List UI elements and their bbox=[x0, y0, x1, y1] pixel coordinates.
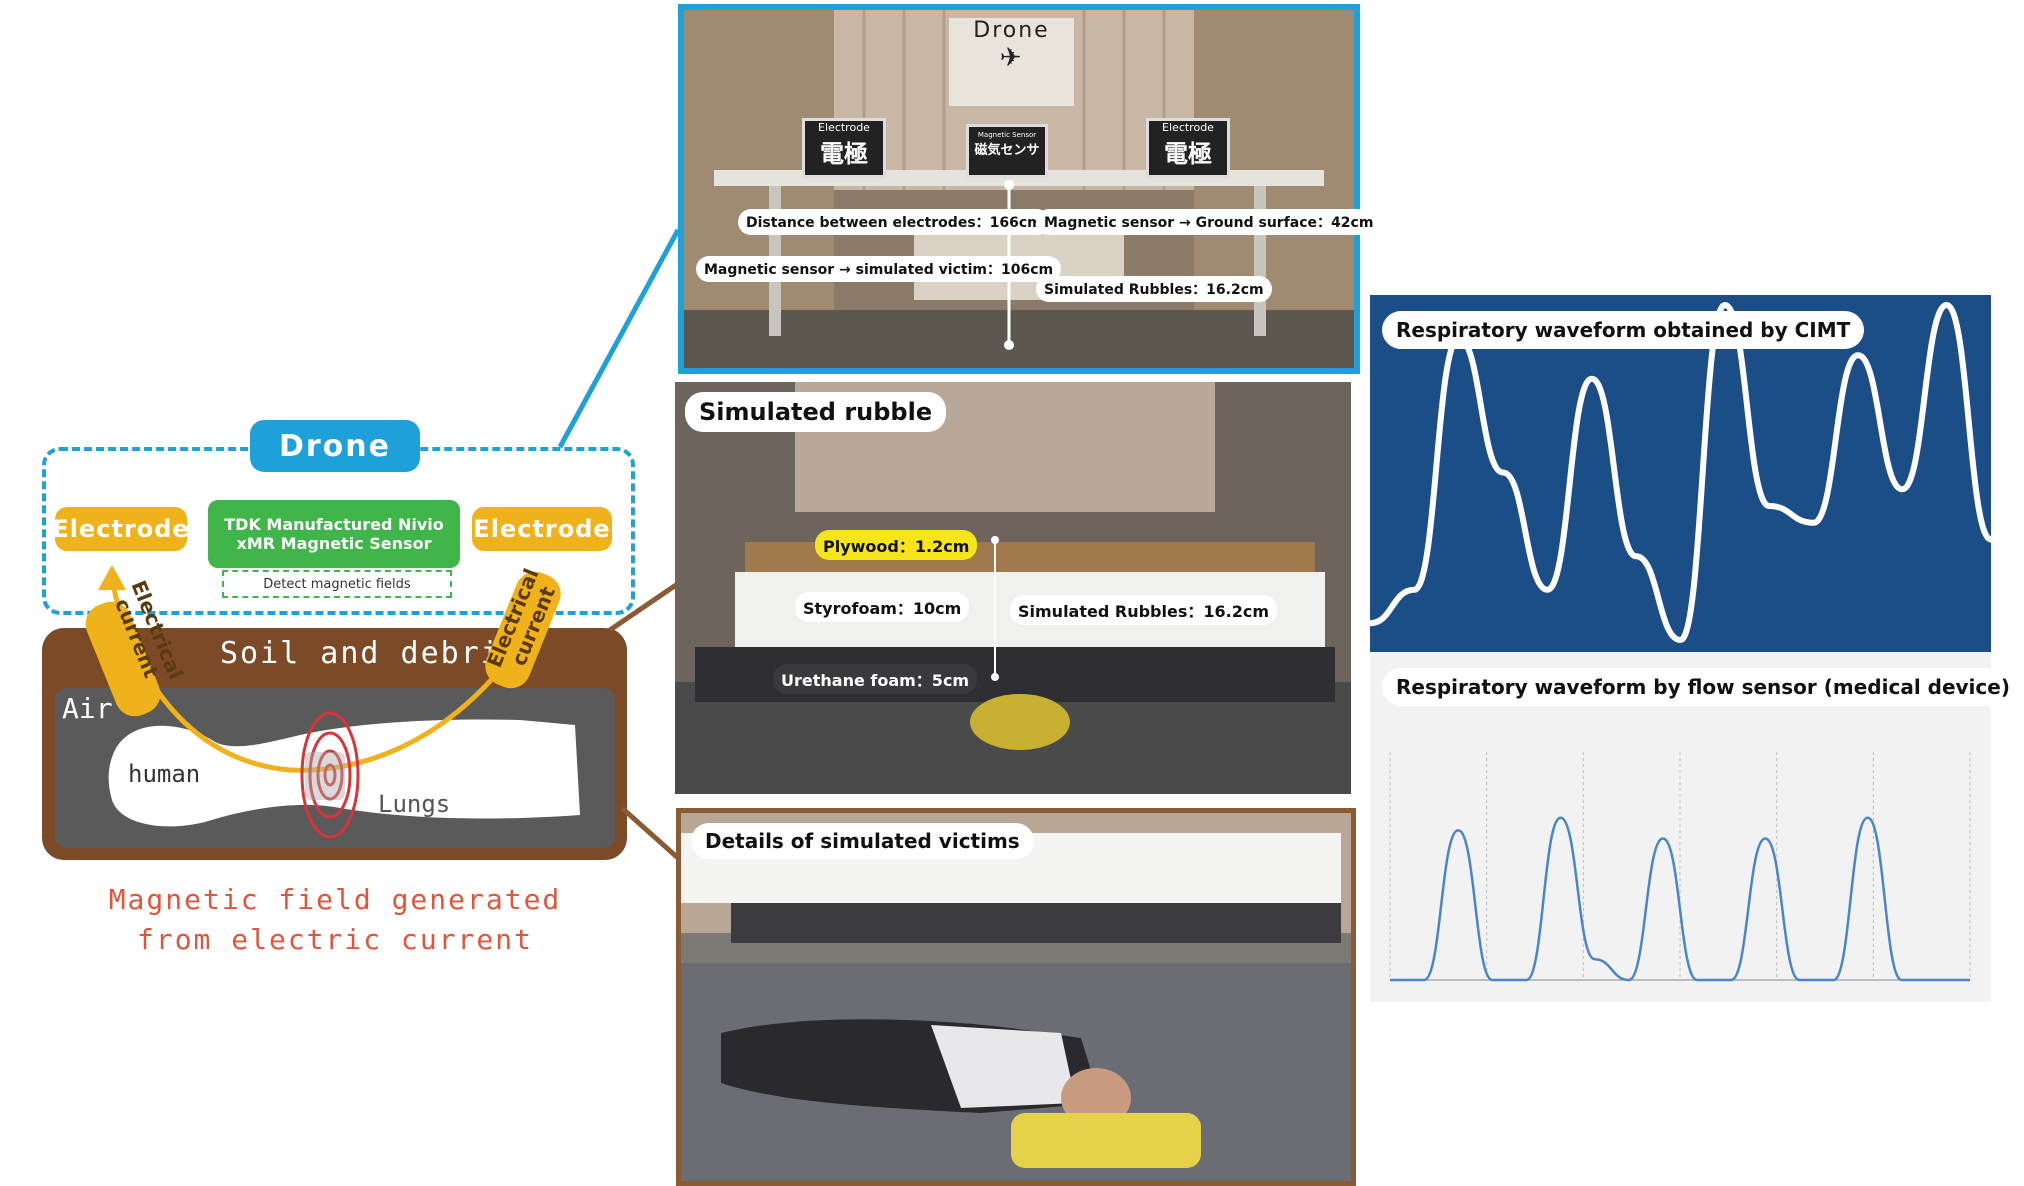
caption-line-1: Magnetic field generated bbox=[108, 883, 562, 916]
current-arrowhead-left bbox=[98, 565, 126, 590]
drone-icon: ✈ bbox=[999, 43, 1024, 73]
flow-sensor-chart: Respiratory waveform by flow sensor (med… bbox=[1370, 652, 2024, 1002]
label-sensor-ground: Magnetic sensor → Ground surface：42cm bbox=[1036, 209, 1382, 235]
drone-label: Drone bbox=[250, 420, 420, 472]
air-label: Air bbox=[62, 692, 113, 725]
rubble-scene bbox=[675, 382, 1351, 794]
cimt-waveform-chart: Respiratory waveform obtained by CIMT bbox=[1369, 295, 1993, 652]
pillow bbox=[1011, 1113, 1201, 1168]
cimt-chart-title: Respiratory waveform obtained by CIMT bbox=[1382, 311, 1865, 349]
cushion bbox=[970, 694, 1070, 750]
electrode-sign-right: Electrode 電極 bbox=[1146, 118, 1230, 178]
label-simulated-rubbles: Simulated Rubbles：16.2cm bbox=[1036, 276, 1272, 302]
urethane-slab bbox=[731, 903, 1341, 943]
drone-sign-text: Drone bbox=[973, 18, 1050, 43]
cimt-waveform-line bbox=[1369, 301, 1993, 644]
electrode-left-label: Electrode bbox=[52, 507, 189, 551]
cimt-waveform-plot bbox=[1369, 301, 1993, 644]
simulated-rubble-title: Simulated rubble bbox=[685, 392, 947, 432]
simulated-victims-title: Details of simulated victims bbox=[691, 823, 1034, 859]
connector-to-bot-photo bbox=[620, 806, 680, 860]
diagram-graphics bbox=[85, 565, 580, 839]
lungs-label: Lungs bbox=[378, 790, 451, 818]
drone-setup-photo: Drone ✈ Electrode 電極 Magnetic Sensor 磁気セ… bbox=[678, 4, 1382, 374]
flow-sensor-plot bbox=[1389, 752, 1971, 982]
victim-scene bbox=[681, 813, 1351, 1181]
electrode-sign-left-en: Electrode bbox=[818, 121, 870, 134]
label-styrofoam: Styrofoam：10cm bbox=[795, 592, 970, 622]
caption-line-2: from electric current bbox=[136, 923, 533, 956]
magnetic-field-caption: Magnetic field generated from electric c… bbox=[40, 880, 630, 960]
simulated-victim-photo: Details of simulated victims bbox=[676, 808, 1356, 1186]
detect-magnetic-fields-label: Detect magnetic fields bbox=[222, 570, 452, 598]
flow-sensor-chart-title: Respiratory waveform by flow sensor (med… bbox=[1382, 668, 2024, 706]
human-label: human bbox=[128, 760, 201, 788]
simulated-rubble-photo: Simulated rubble Plywood：1.2cm Styrofoam… bbox=[675, 382, 1351, 794]
connector-to-top-photo bbox=[557, 228, 681, 449]
sensor-line-1: TDK Manufactured Nivio bbox=[224, 515, 444, 534]
current-bar-right bbox=[485, 571, 561, 689]
electrode-sign-right-jp: 電極 bbox=[1164, 140, 1212, 168]
label-simulated-rubbles: Simulated Rubbles：16.2cm bbox=[1010, 595, 1277, 625]
label-sensor-victim: Magnetic sensor → simulated victim：106cm bbox=[696, 256, 1062, 282]
electrode-sign-left: Electrode 電極 bbox=[802, 118, 886, 178]
sensor-sign-en: Magnetic Sensor bbox=[977, 131, 1037, 139]
victim-shirt bbox=[931, 1025, 1076, 1108]
flow-sensor-waveform-line bbox=[1390, 816, 1970, 982]
lungs-mark bbox=[305, 752, 345, 800]
current-bar-left bbox=[85, 601, 161, 717]
drone-sign: Drone ✈ bbox=[949, 18, 1074, 106]
floor bbox=[684, 310, 1354, 368]
electrode-right-label: Electrode bbox=[472, 507, 612, 551]
sensor-sign-jp: 磁気センサ bbox=[974, 143, 1040, 158]
label-urethane-foam: Urethane foam：5cm bbox=[773, 664, 978, 694]
human-silhouette bbox=[108, 719, 580, 827]
electrode-sign-right-en: Electrode bbox=[1162, 121, 1214, 134]
magnetic-sensor-sign: Magnetic Sensor 磁気センサ bbox=[966, 124, 1048, 178]
label-plywood: Plywood：1.2cm bbox=[815, 530, 978, 560]
label-electrode-distance: Distance between electrodes：166cm bbox=[738, 209, 1050, 235]
connector-to-mid-photo bbox=[608, 582, 678, 633]
connector-lines bbox=[557, 228, 681, 860]
magnetic-field-rings bbox=[300, 711, 360, 839]
soil-debris-label: Soil and debris bbox=[220, 636, 521, 671]
electrode-sign-left-jp: 電極 bbox=[820, 140, 868, 168]
sensor-line-2: xMR Magnetic Sensor bbox=[236, 534, 432, 553]
